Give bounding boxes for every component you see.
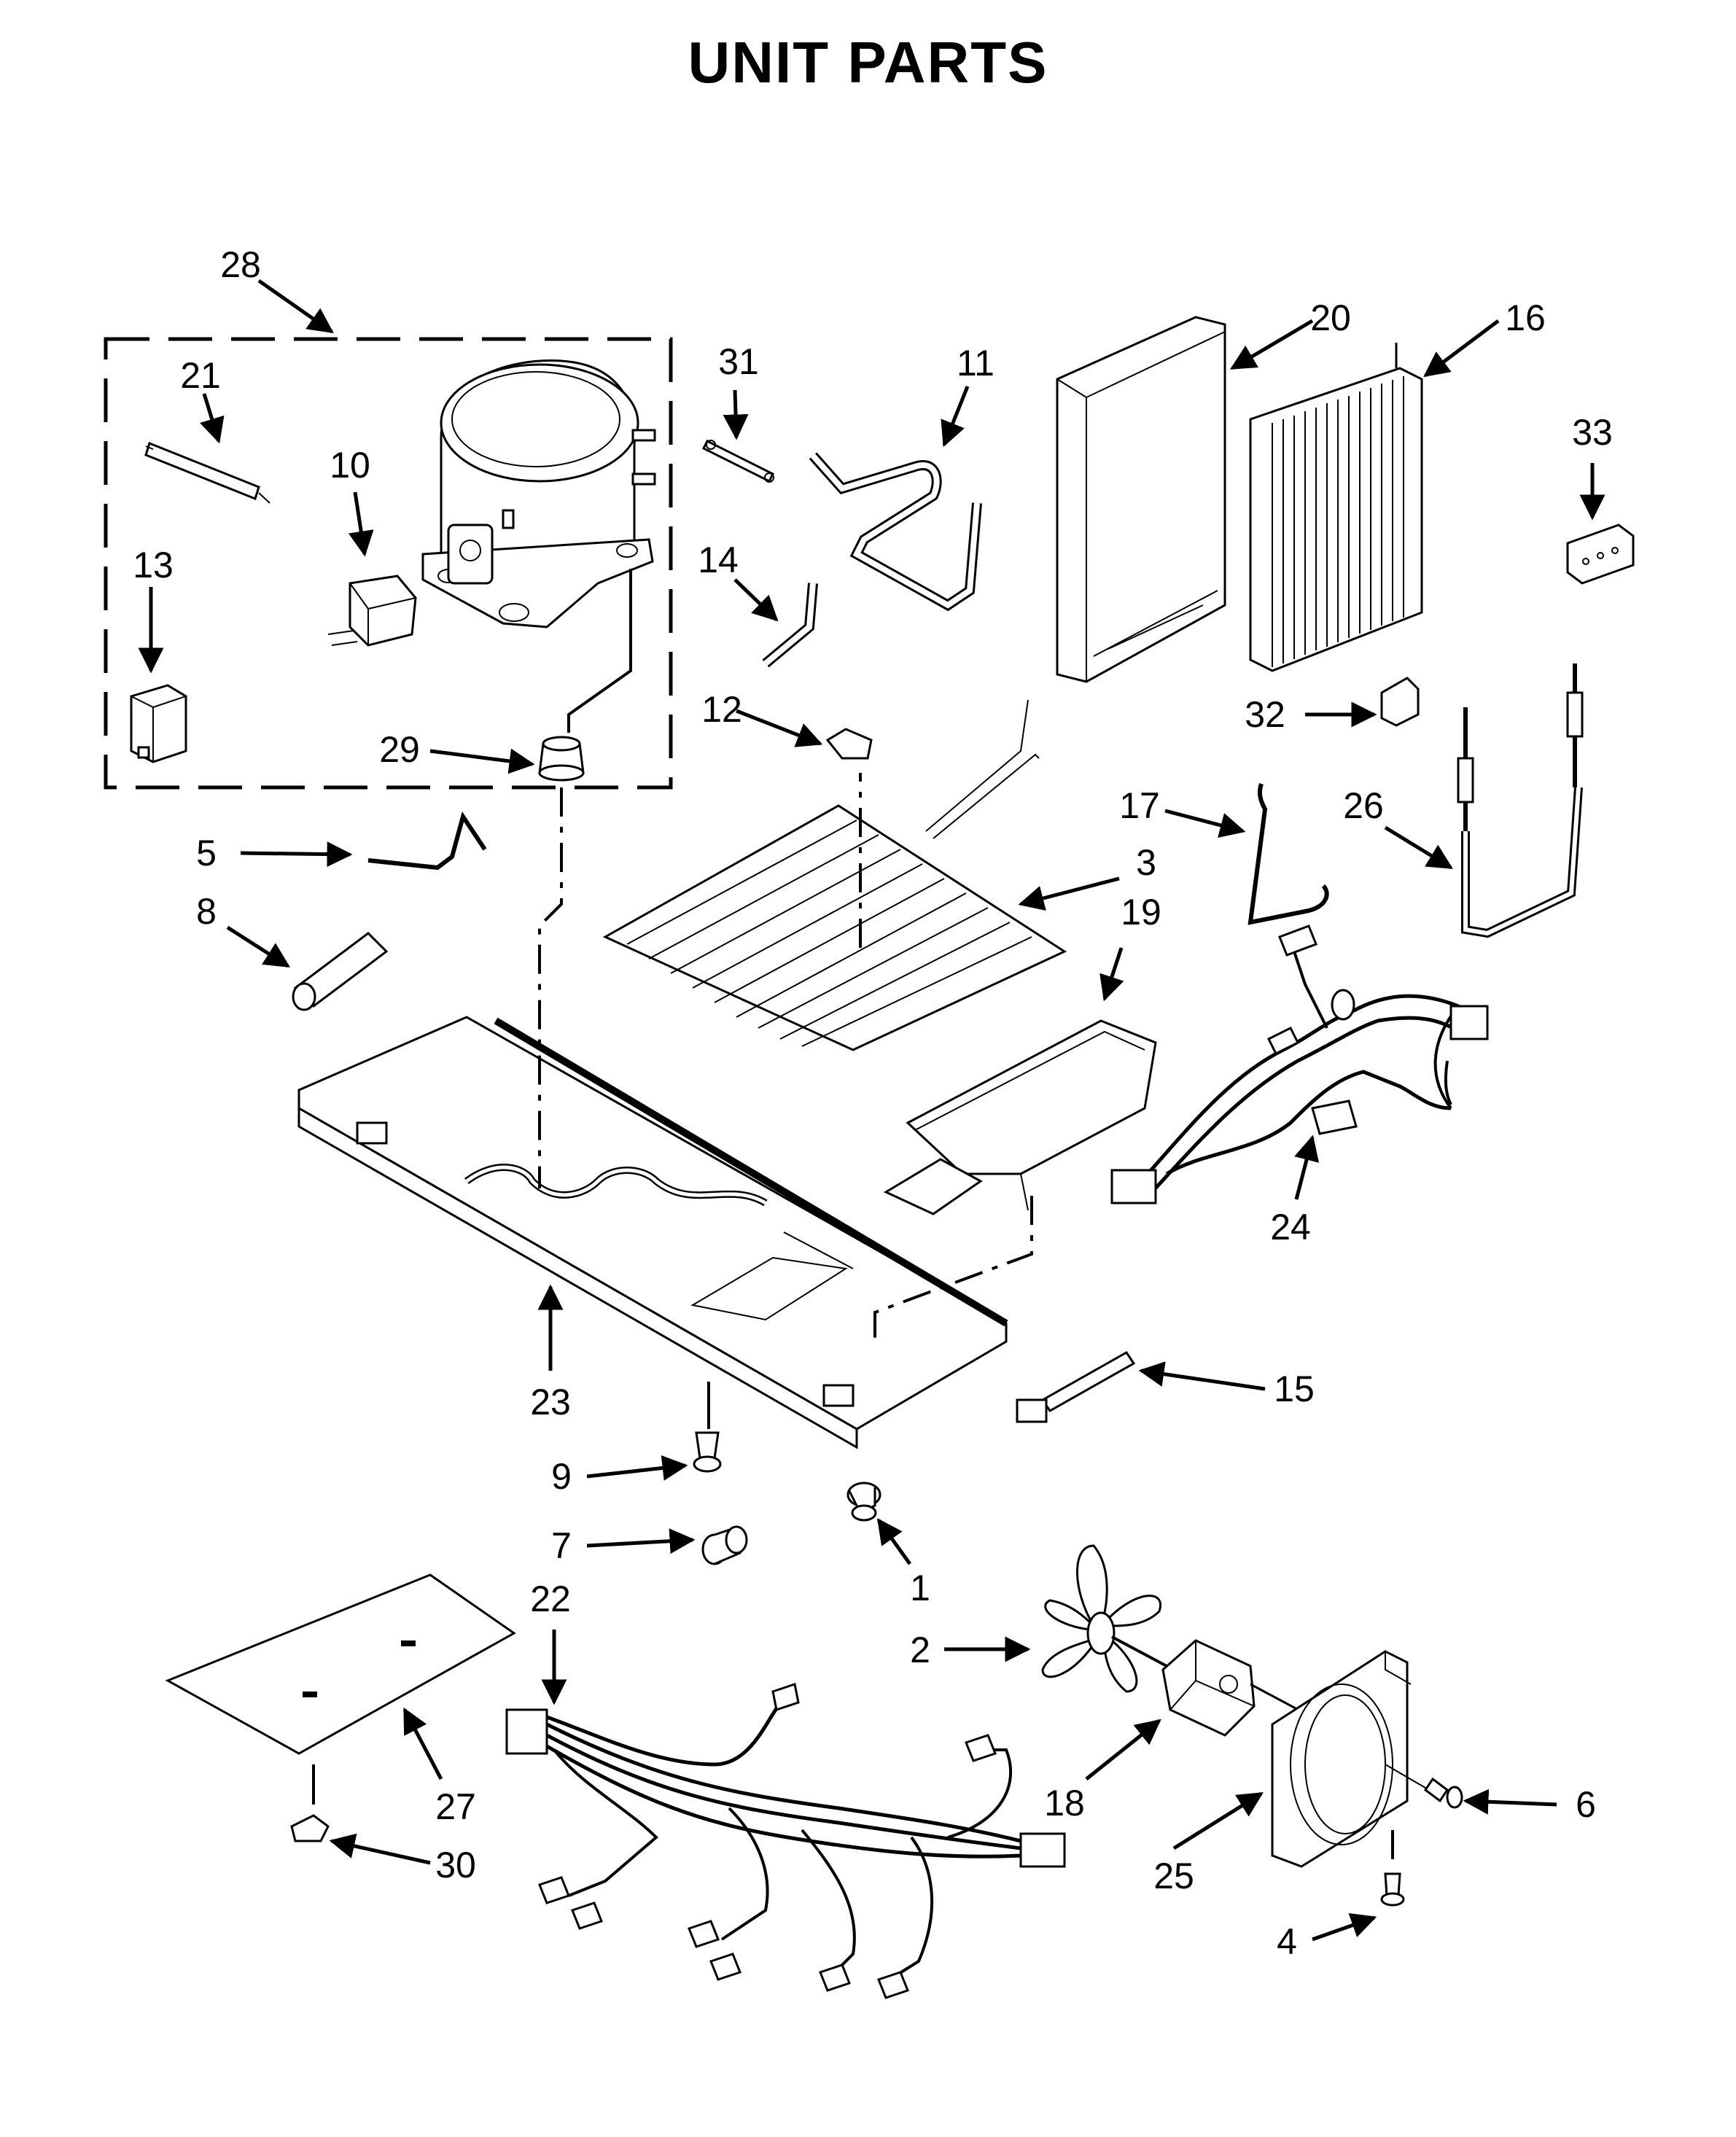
evaporator-cover-icon[interactable] bbox=[1056, 316, 1226, 683]
power-cord-harness-icon[interactable] bbox=[1110, 925, 1489, 1204]
drier-icon[interactable] bbox=[144, 442, 270, 504]
callout-21[interactable]: 21 bbox=[180, 355, 221, 396]
callout-16[interactable]: 16 bbox=[1505, 297, 1546, 338]
callout-19[interactable]: 19 bbox=[1121, 892, 1161, 933]
callout-12[interactable]: 12 bbox=[701, 689, 742, 730]
callout-24[interactable]: 24 bbox=[1270, 1207, 1311, 1247]
page-title: UNIT PARTS bbox=[688, 30, 1048, 95]
callout-6[interactable]: 6 bbox=[1576, 1784, 1596, 1825]
callout-5[interactable]: 5 bbox=[196, 833, 217, 873]
thermistor-block-icon[interactable] bbox=[1566, 523, 1635, 585]
leader-lines bbox=[138, 279, 1605, 1942]
tube-26-icon[interactable] bbox=[1457, 663, 1584, 938]
grommet-icon[interactable] bbox=[538, 736, 585, 782]
callout-4[interactable]: 4 bbox=[1277, 1921, 1297, 1962]
screw-9-icon[interactable] bbox=[693, 1431, 722, 1473]
callout-10[interactable]: 10 bbox=[330, 445, 370, 486]
callout-2[interactable]: 2 bbox=[910, 1630, 930, 1670]
relay-capacitor-icon[interactable] bbox=[130, 684, 187, 763]
clip-icon[interactable] bbox=[825, 728, 873, 760]
callout-1[interactable]: 1 bbox=[910, 1568, 930, 1608]
screw-4-icon[interactable] bbox=[1380, 1872, 1405, 1907]
callout-9[interactable]: 9 bbox=[551, 1456, 572, 1497]
callout-20[interactable]: 20 bbox=[1310, 297, 1351, 338]
compressor-kit-group-box bbox=[104, 337, 673, 790]
callout-14[interactable]: 14 bbox=[698, 540, 739, 580]
tube-14-icon[interactable] bbox=[762, 583, 818, 668]
relay-overload-icon[interactable] bbox=[327, 575, 417, 647]
wire-5-icon[interactable] bbox=[367, 811, 487, 871]
callout-11[interactable]: 11 bbox=[957, 343, 994, 384]
callout-labels: 28 21 10 13 29 31 11 14 12 20 16 33 32 5… bbox=[133, 244, 1613, 1962]
tube-11-icon[interactable] bbox=[809, 452, 982, 612]
callout-22[interactable]: 22 bbox=[530, 1579, 571, 1619]
tube-insulation-icon[interactable] bbox=[292, 932, 389, 1011]
machine-compartment-base-icon[interactable] bbox=[297, 1016, 1008, 1449]
evaporator-grid-icon[interactable] bbox=[602, 699, 1067, 1051]
callout-7[interactable]: 7 bbox=[551, 1525, 572, 1566]
callout-25[interactable]: 25 bbox=[1153, 1856, 1194, 1896]
callout-8[interactable]: 8 bbox=[196, 891, 217, 932]
bushing-7-icon[interactable] bbox=[701, 1525, 748, 1565]
callout-31[interactable]: 31 bbox=[718, 341, 759, 382]
callout-18[interactable]: 18 bbox=[1044, 1783, 1085, 1823]
fan-blade-icon[interactable] bbox=[1041, 1544, 1167, 1693]
hook-17-icon[interactable] bbox=[1247, 783, 1329, 925]
cable-tie-icon[interactable] bbox=[1016, 1351, 1136, 1423]
clip-30-icon[interactable] bbox=[290, 1814, 330, 1842]
callout-3[interactable]: 3 bbox=[1136, 842, 1156, 883]
compressor-icon[interactable] bbox=[421, 359, 656, 733]
clip-32-icon[interactable] bbox=[1380, 677, 1420, 727]
link-bracket-icon[interactable] bbox=[701, 439, 775, 483]
callout-26[interactable]: 26 bbox=[1343, 785, 1384, 826]
callout-27[interactable]: 27 bbox=[435, 1786, 476, 1827]
wire-harness-icon[interactable] bbox=[505, 1683, 1066, 1999]
callout-15[interactable]: 15 bbox=[1274, 1369, 1315, 1409]
callout-28[interactable]: 28 bbox=[220, 244, 261, 285]
callout-30[interactable]: 30 bbox=[435, 1845, 476, 1885]
callout-17[interactable]: 17 bbox=[1119, 785, 1160, 826]
bushing-1-icon[interactable] bbox=[846, 1482, 881, 1522]
drain-pan-icon[interactable] bbox=[883, 1019, 1157, 1215]
callout-33[interactable]: 33 bbox=[1572, 412, 1613, 453]
evaporator-coil-icon[interactable] bbox=[1249, 343, 1423, 672]
callout-32[interactable]: 32 bbox=[1245, 694, 1285, 735]
fan-motor-icon[interactable] bbox=[1161, 1639, 1306, 1737]
callout-23[interactable]: 23 bbox=[530, 1382, 571, 1422]
screw-6-icon[interactable] bbox=[1423, 1777, 1463, 1809]
callout-29[interactable]: 29 bbox=[379, 729, 420, 770]
fan-shroud-icon[interactable] bbox=[1271, 1650, 1430, 1868]
insulation-pad-icon[interactable] bbox=[165, 1573, 516, 1755]
callout-13[interactable]: 13 bbox=[133, 545, 174, 585]
